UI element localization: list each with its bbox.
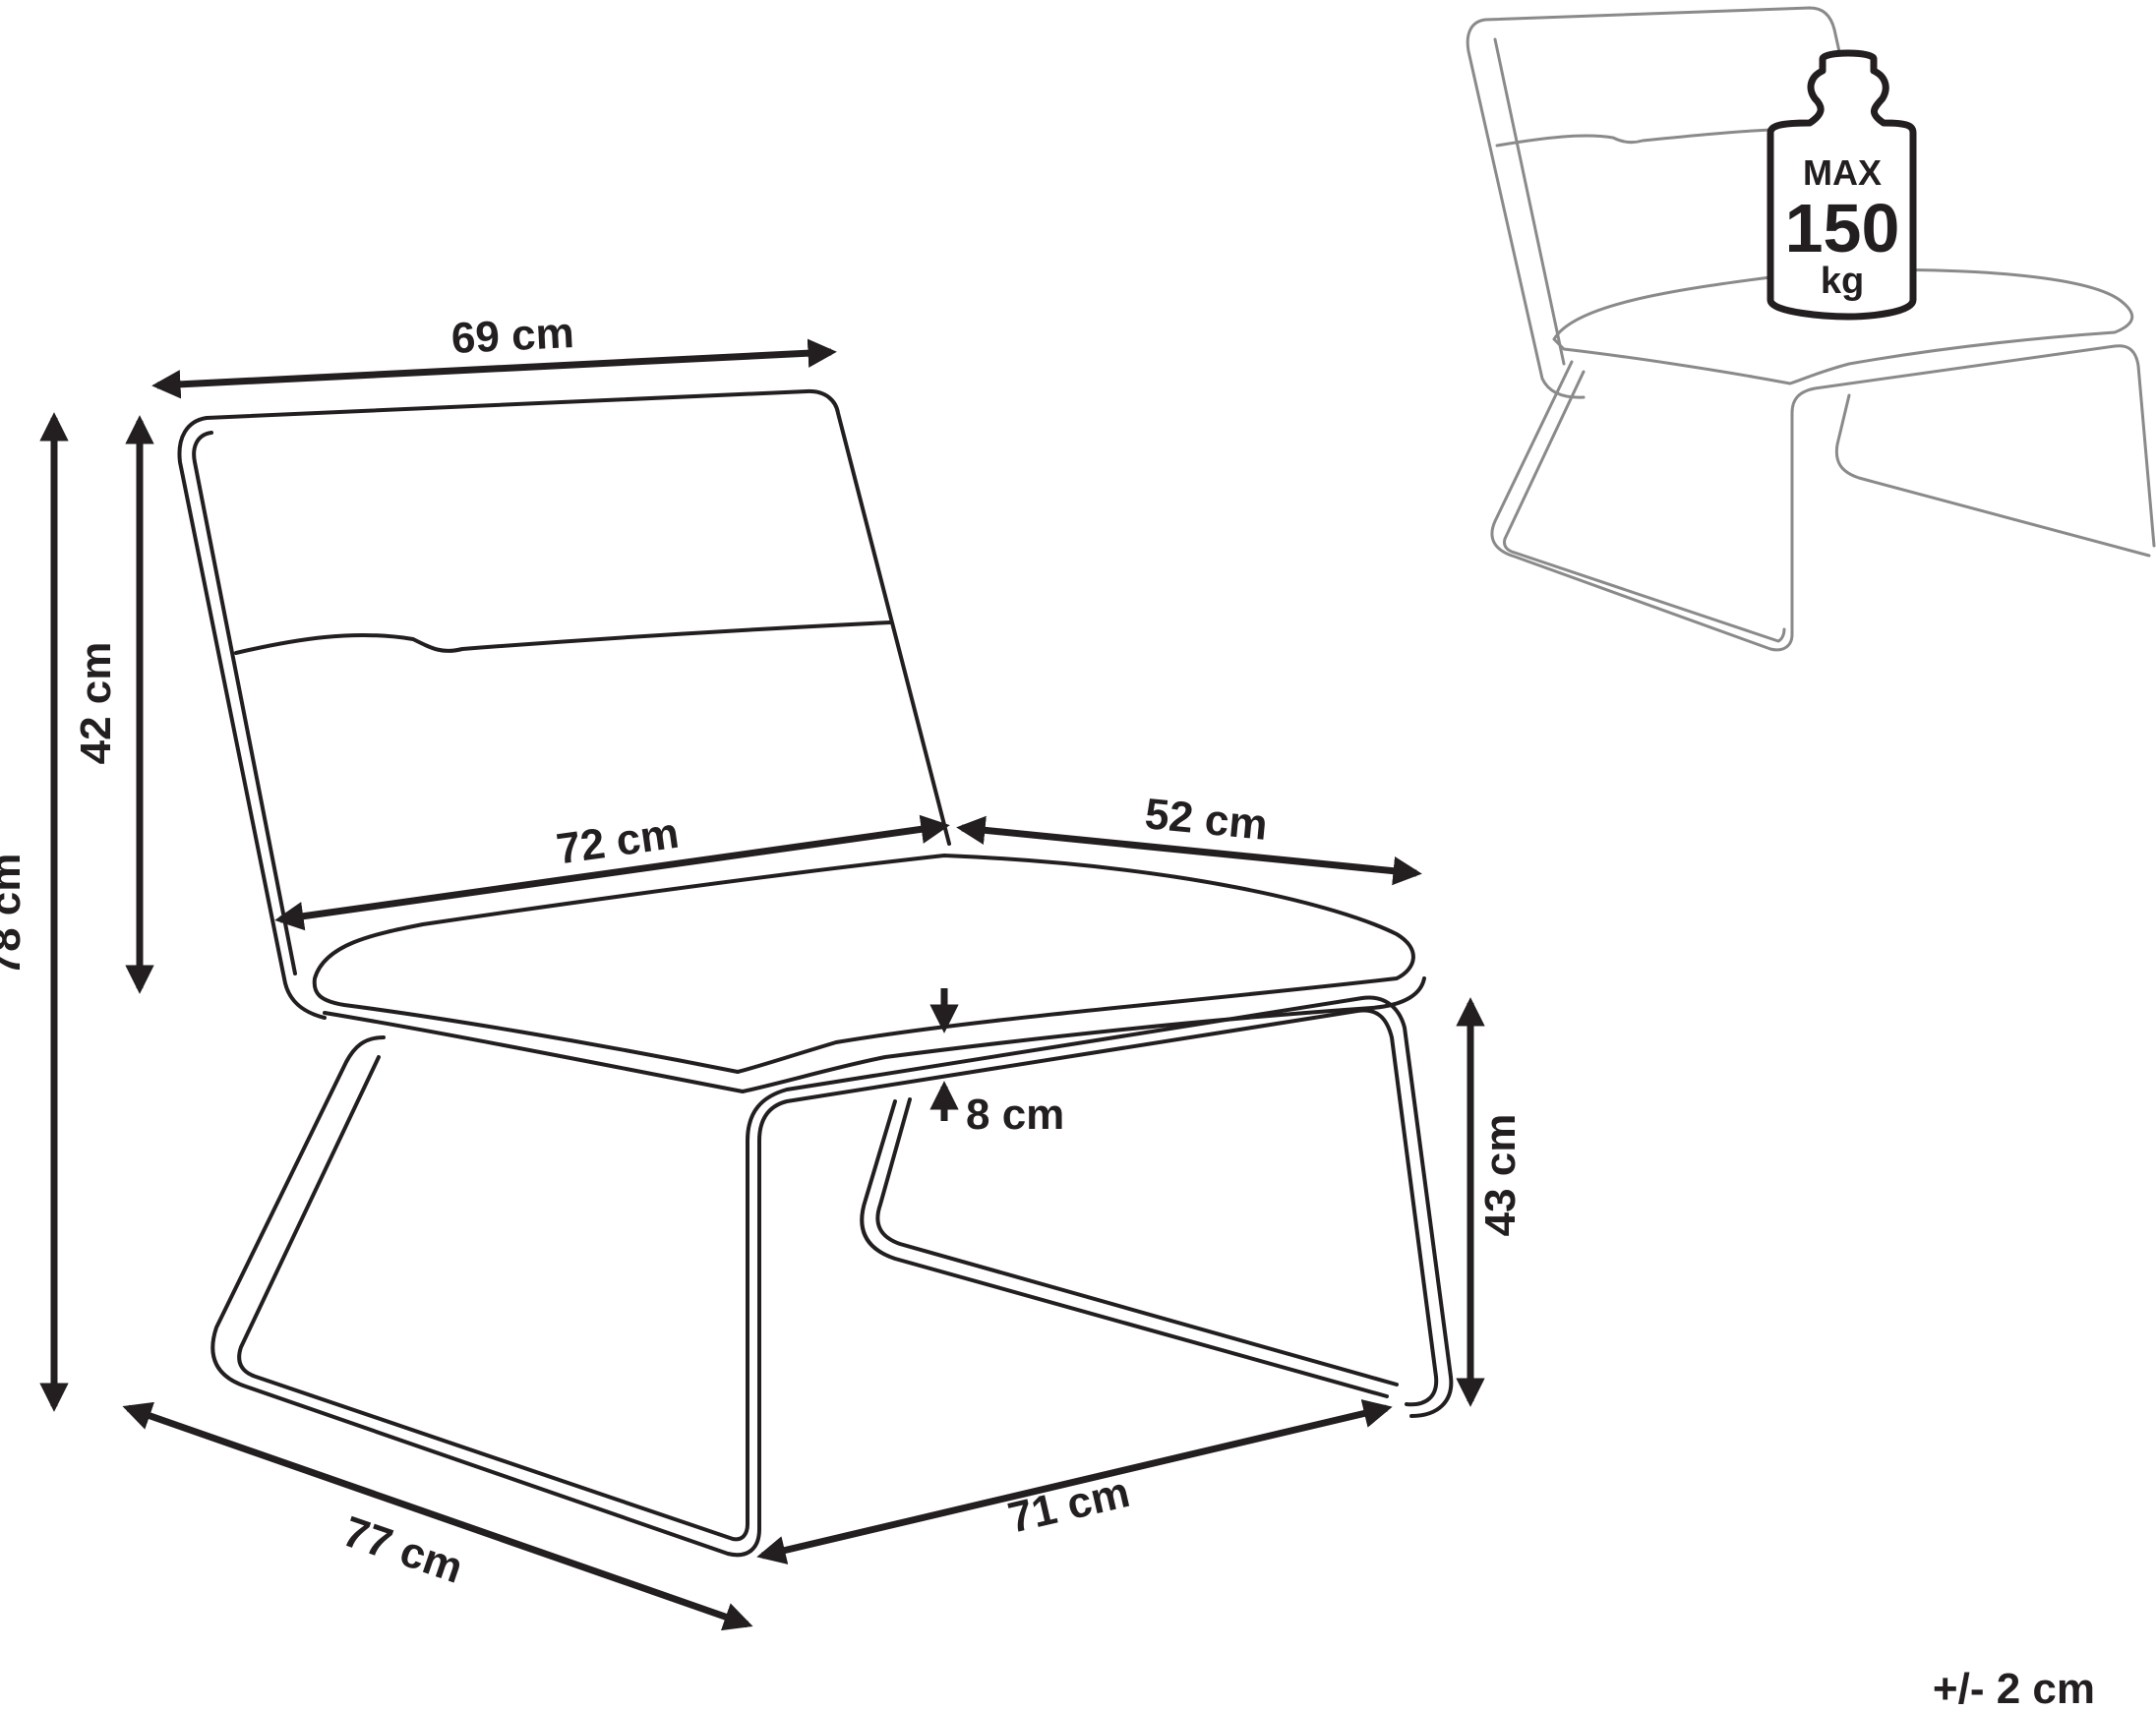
dim-line-77 bbox=[122, 1401, 753, 1631]
front-sled-frame-inner bbox=[237, 995, 1454, 1542]
dim-line-72 bbox=[274, 814, 950, 931]
backrest-outline bbox=[177, 388, 951, 1020]
label-cushion-thickness: 8 cm bbox=[966, 1091, 1064, 1139]
thumb-backrest bbox=[1466, 6, 1856, 399]
label-width-top: 69 cm bbox=[450, 309, 575, 363]
dimension-labels: 69 cm 78 cm 42 cm 72 cm 52 cm 8 cm 43 cm… bbox=[0, 309, 1525, 1593]
backrest-seam bbox=[234, 620, 892, 655]
thumb-frame bbox=[1490, 344, 2156, 652]
rear-sled-frame bbox=[860, 1097, 1399, 1398]
dim-line-52 bbox=[956, 815, 1422, 886]
label-seat-height: 43 cm bbox=[1476, 1114, 1525, 1237]
label-seat-depth: 52 cm bbox=[1143, 790, 1270, 850]
thumb-seat bbox=[1552, 267, 2133, 385]
backrest-inner bbox=[192, 431, 297, 975]
seat-cushion-piping bbox=[323, 976, 1426, 1093]
dimension-lines bbox=[39, 338, 1485, 1631]
dim-line-71 bbox=[756, 1399, 1393, 1564]
max-weight-badge: MAX 150 kg bbox=[1767, 49, 1917, 321]
label-base-width: 71 cm bbox=[1003, 1468, 1134, 1543]
label-backrest-height: 42 cm bbox=[72, 642, 120, 765]
chair-main-drawing bbox=[177, 388, 1454, 1558]
thumbnail-chair bbox=[1466, 6, 2156, 652]
label-total-height: 78 cm bbox=[0, 854, 30, 976]
front-sled-frame bbox=[210, 1008, 1439, 1558]
dim-line-69 bbox=[151, 338, 837, 399]
tolerance-note: +/- 2 cm bbox=[1933, 1665, 2095, 1711]
badge-150-text: 150 bbox=[1785, 190, 1900, 266]
weight-badge-shape bbox=[1767, 49, 1917, 321]
thumb-seam bbox=[1495, 128, 1772, 148]
badge-max-text: MAX bbox=[1803, 152, 1882, 193]
badge-kg-text: kg bbox=[1821, 261, 1864, 302]
